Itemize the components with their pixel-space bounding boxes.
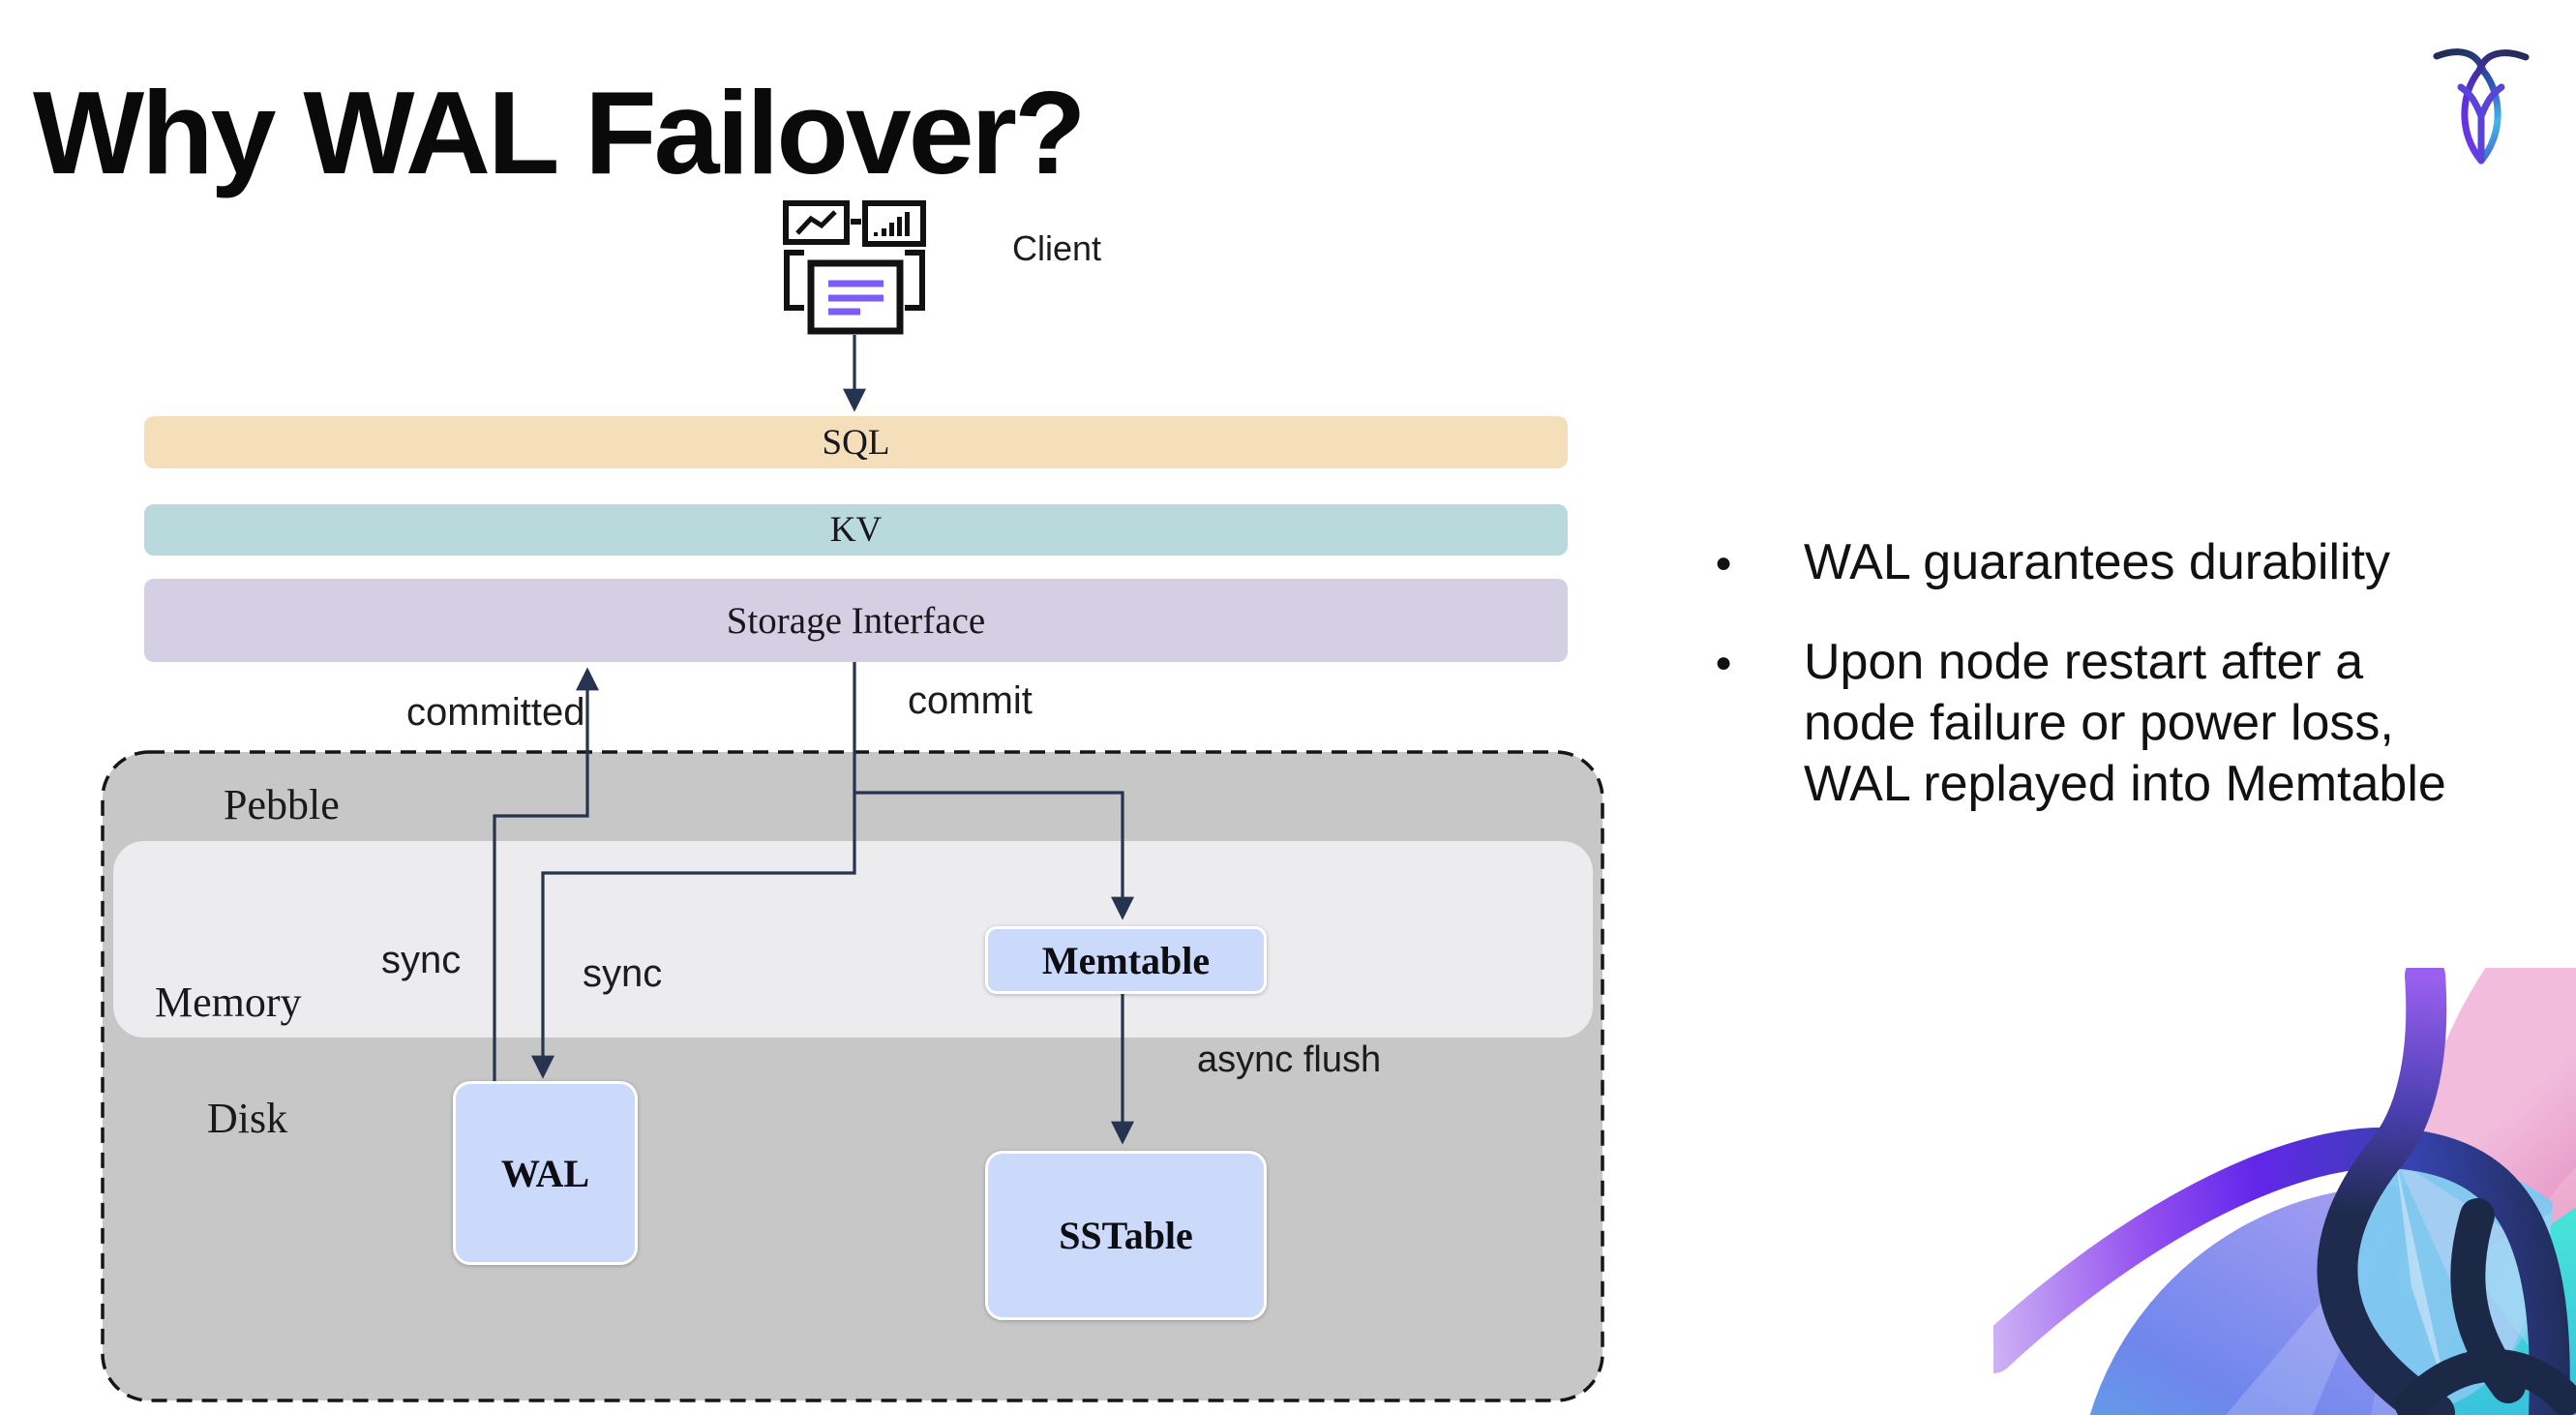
commit-to-memtable-arrow xyxy=(854,791,1134,920)
cockroachdb-logo-icon xyxy=(2433,48,2530,165)
pebble-label: Pebble xyxy=(224,781,340,828)
sstable-node: SSTable xyxy=(985,1151,1267,1320)
disk-label: Disk xyxy=(207,1095,288,1142)
memtable-node: Memtable xyxy=(985,926,1267,994)
bullet-text: Upon node restart after a node failure o… xyxy=(1804,632,2446,815)
line-chart-icon xyxy=(783,200,850,245)
client-label: Client xyxy=(1012,228,1102,268)
bullet-line: WAL guarantees durability xyxy=(1804,534,2391,590)
commit-label: commit xyxy=(908,679,1033,722)
bullet-line: node failure or power loss, xyxy=(1804,695,2394,751)
wal-node-label: WAL xyxy=(500,1151,590,1195)
bullet-dot: ● xyxy=(1715,547,1733,579)
bullet-line: Upon node restart after a xyxy=(1804,634,2364,690)
layer-bar-storage-label: Storage Interface xyxy=(726,599,986,642)
slide-title: Why WAL Failover? xyxy=(33,67,1087,198)
wal-node: WAL xyxy=(453,1081,638,1265)
commit-sync-arrow xyxy=(531,662,856,1079)
layer-bar-storage: Storage Interface xyxy=(144,579,1568,662)
sync-left-label: sync xyxy=(381,939,462,981)
layer-bar-sql-label: SQL xyxy=(822,422,890,463)
layer-bar-kv-label: KV xyxy=(829,510,883,550)
sstable-node-label: SSTable xyxy=(1059,1214,1193,1257)
async-flush-label: async flush xyxy=(1197,1039,1382,1080)
layer-bar-kv: KV xyxy=(144,504,1568,556)
bar-chart-icon xyxy=(862,200,926,247)
bracket-icons xyxy=(784,250,925,311)
layer-bar-sql: SQL xyxy=(144,416,1568,468)
bullet-item: ● WAL guarantees durability xyxy=(1715,532,2566,593)
bullet-text: WAL guarantees durability xyxy=(1804,532,2390,593)
memtable-node-label: Memtable xyxy=(1041,938,1211,982)
committed-label: committed xyxy=(406,691,585,734)
logo-left-antenna-body xyxy=(2433,48,2501,165)
bullet-line: WAL replayed into Memtable xyxy=(1804,756,2446,812)
logo-stem xyxy=(2457,83,2505,163)
committed-arrow xyxy=(493,667,599,1081)
document-icon xyxy=(807,259,904,335)
logo-right-antenna-body xyxy=(2461,49,2530,165)
memory-label: Memory xyxy=(155,978,302,1026)
bullet-dot: ● xyxy=(1715,647,1733,678)
client-icon xyxy=(783,200,926,335)
brand-art xyxy=(1993,968,2576,1415)
bullet-list: ● WAL guarantees durability ● Upon node … xyxy=(1715,532,2566,854)
bullet-item: ● Upon node restart after a node failure… xyxy=(1715,632,2566,815)
art-cockroach-glyph xyxy=(1993,968,2576,1415)
sync-right-label: sync xyxy=(583,952,663,995)
